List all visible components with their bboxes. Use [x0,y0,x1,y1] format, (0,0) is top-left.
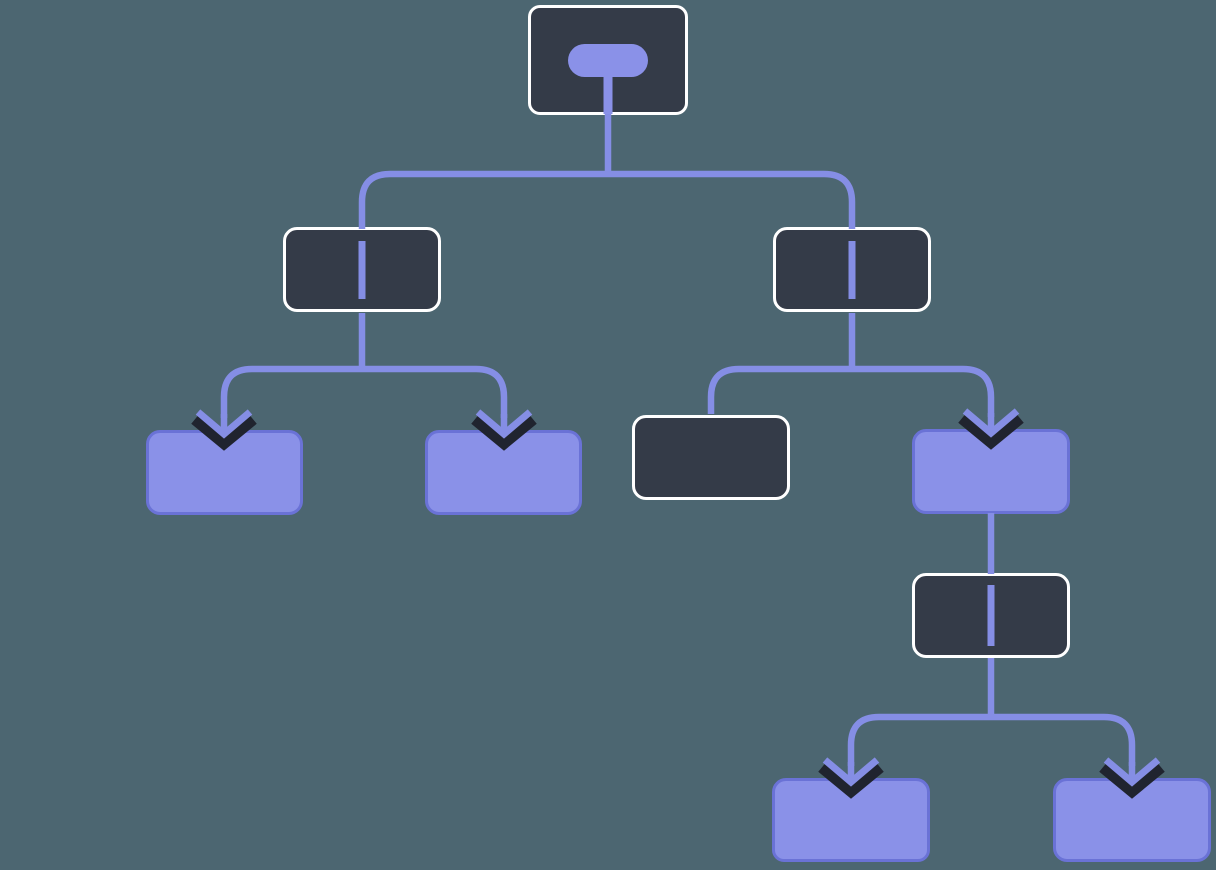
node-child-d[interactable] [912,429,1070,514]
connector-rail-3 [847,713,1136,766]
node-child-c[interactable] [632,415,790,500]
node-leaf-d[interactable] [772,778,930,862]
node-leaf-e[interactable] [1053,778,1211,862]
connector-rail-1 [358,170,856,229]
node-branch-right[interactable] [773,227,931,312]
pill-stem-icon [603,74,613,114]
node-leaf-a[interactable] [146,430,303,515]
connector-rail-2-left [220,365,508,418]
node-root[interactable] [528,5,688,115]
pill-icon [568,44,648,77]
connector-rail-2-right [707,365,995,417]
node-leaf-b[interactable] [425,430,582,515]
node-branch-left[interactable] [283,227,441,312]
node-branch-bottom[interactable] [912,573,1070,658]
